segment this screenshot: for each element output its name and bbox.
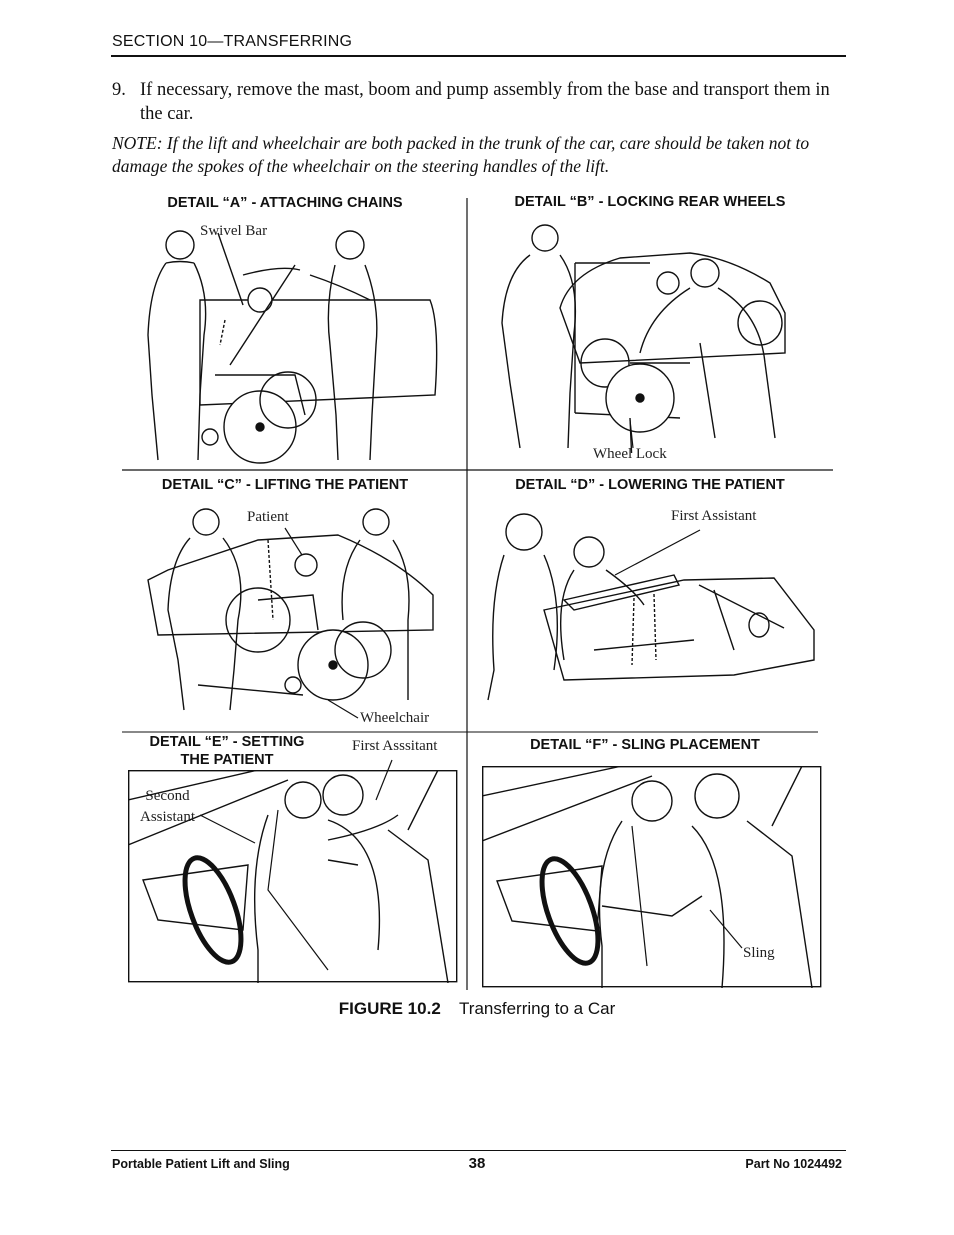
figure-number: FIGURE 10.2 [338,999,441,1018]
figure-caption: FIGURE 10.2 Transferring to a Car [0,999,954,1019]
detail-f-title: DETAIL “F” - SLING PLACEMENT [530,737,760,753]
callout-second-assistant-line1: Second [145,788,190,804]
detail-a-title: DETAIL “A” - ATTACHING CHAINS [167,195,403,211]
callout-wheelchair: Wheelchair [360,710,430,726]
detail-e-title: DETAIL “E” - SETTING THE PATIENT [122,733,332,769]
detail-c-title: DETAIL “C” - LIFTING THE PATIENT [161,477,409,493]
detail-e-title-line1: DETAIL “E” - SETTING [149,734,305,750]
callout-second-assistant-line2: Assistant [139,809,195,825]
figure-caption-text: Transferring to a Car [459,999,616,1018]
detail-d-title: DETAIL “D” - LOWERING THE PATIENT [515,477,785,493]
footer-rule [111,1150,846,1151]
detail-b-title: DETAIL “B” - LOCKING REAR WHEELS [514,194,786,210]
footer-part-number: Part No 1024492 [745,1157,842,1171]
callout-sling: Sling [743,945,775,961]
callout-swivel-bar: Swivel Bar [200,223,268,239]
footer-title: Portable Patient Lift and Sling [112,1157,290,1171]
callout-first-assistant-e: First Asssitant [352,738,438,754]
note-text: NOTE: If the lift and wheelchair are bot… [112,133,810,176]
detail-b-illustration [501,224,786,453]
detail-c-illustration [147,508,434,711]
detail-e-illustration [128,770,458,983]
detail-a-illustration [147,230,438,464]
page-number: 38 [468,1155,486,1172]
step-number: 9. [112,80,126,100]
callout-first-assistant: First Assistant [671,508,757,524]
header-rule [111,55,846,57]
section-header: SECTION 10—TRANSFERRING [112,33,353,50]
detail-e-title-line2: THE PATIENT [180,752,274,768]
step-text: If necessary, remove the mast, boom and … [140,80,830,124]
detail-f-illustration [482,766,822,988]
callout-second-assistant: Second Assistant [135,786,200,828]
callout-wheel-lock: Wheel Lock [593,446,667,462]
detail-d-illustration [487,513,815,701]
callout-patient: Patient [247,509,289,525]
